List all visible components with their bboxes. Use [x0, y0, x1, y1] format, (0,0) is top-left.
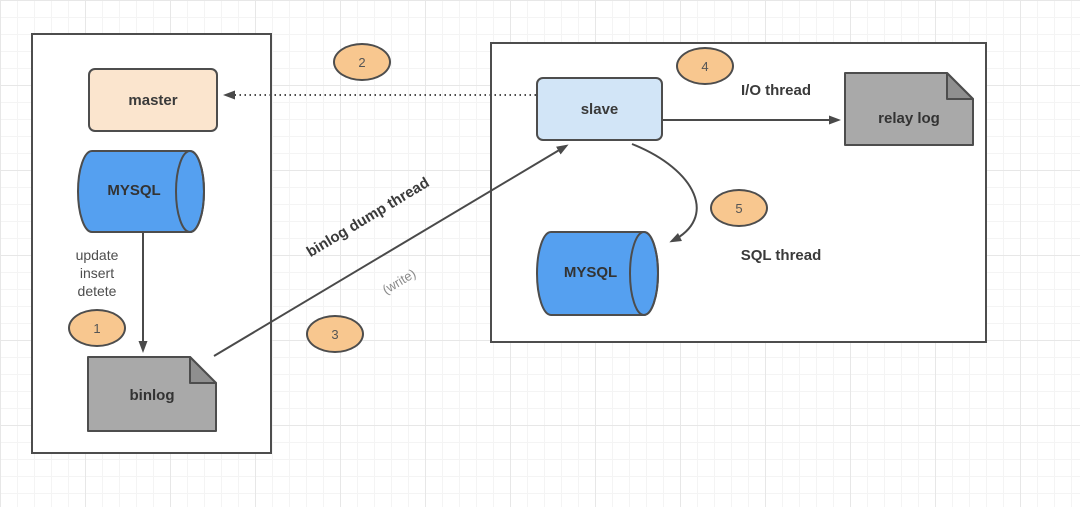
binlog-to-slave-arrow	[213, 144, 569, 357]
step-badge-5: 5	[710, 189, 768, 227]
operation-detete: detete	[77, 283, 117, 299]
relay-log-label: relay log	[878, 110, 940, 127]
binlog-note-shape	[87, 356, 217, 432]
step-badge-1-number: 1	[93, 320, 101, 336]
relay-log-note-shape	[844, 72, 974, 146]
step-badge-2-number: 2	[358, 54, 366, 70]
slave-mysql-cylinder	[536, 231, 659, 316]
slave-node-label: slave	[580, 100, 619, 118]
operation-update: update	[75, 247, 119, 263]
master-mysql-label: MYSQL	[107, 182, 161, 199]
operations-text: update insert detete	[58, 246, 136, 300]
step-badge-4: 4	[676, 47, 734, 85]
slave-to-mysql-curved-arrow	[631, 143, 698, 243]
step-badge-4-number: 4	[701, 58, 709, 74]
io-thread-label: I/O thread	[740, 82, 811, 99]
operation-insert: insert	[79, 265, 115, 281]
step-badge-3: 3	[306, 315, 364, 353]
step-badge-1: 1	[68, 309, 126, 347]
step-badge-2: 2	[333, 43, 391, 81]
sql-thread-label: SQL thread	[740, 247, 822, 264]
slave-node: slave	[536, 77, 663, 141]
slave-mysql-label: MYSQL	[563, 264, 618, 281]
step-badge-3-number: 3	[331, 326, 339, 342]
step-badge-5-number: 5	[735, 200, 743, 216]
master-mysql-cylinder	[77, 150, 205, 233]
master-node: master	[88, 68, 218, 132]
binlog-label: binlog	[129, 387, 175, 404]
master-node-label: master	[128, 91, 178, 109]
